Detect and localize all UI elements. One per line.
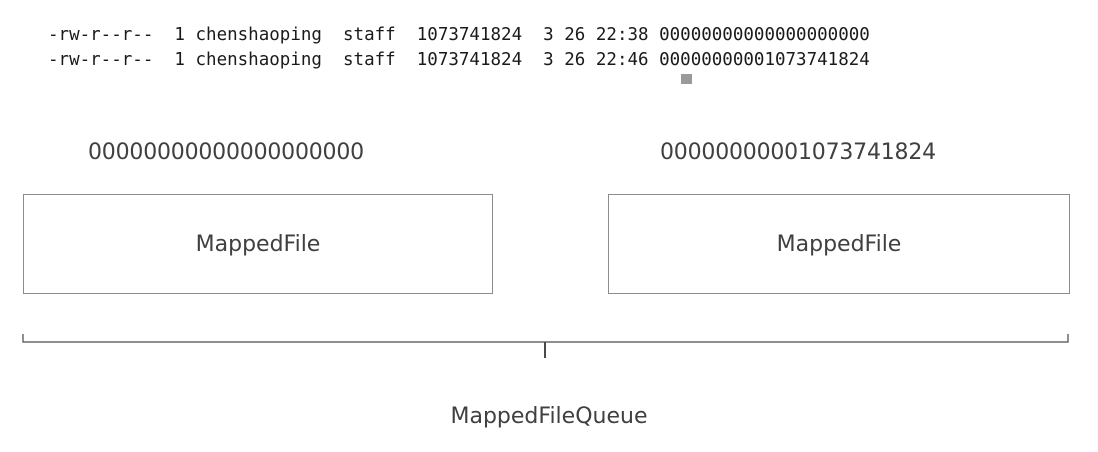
mapped-file-box-2-label: MappedFile: [776, 231, 902, 257]
queue-brace: [22, 334, 1069, 358]
file-offset-label-2: 00000000001073741824: [660, 140, 936, 165]
terminal-listing: -rw-r--r-- 1 chenshaoping staff 10737418…: [48, 22, 1048, 84]
mapped-file-box-1-label: MappedFile: [195, 231, 321, 257]
queue-brace-line: [22, 334, 1069, 343]
terminal-line-2: -rw-r--r-- 1 chenshaoping staff 10737418…: [48, 50, 870, 70]
mapped-file-box-2: MappedFile: [608, 194, 1070, 294]
terminal-cursor: [681, 74, 692, 84]
mapped-file-queue-label: MappedFileQueue: [450, 404, 648, 429]
file-offset-label-1: 00000000000000000000: [88, 140, 364, 165]
terminal-line-1: -rw-r--r-- 1 chenshaoping staff 10737418…: [48, 25, 870, 45]
mapped-file-box-1: MappedFile: [23, 194, 493, 294]
